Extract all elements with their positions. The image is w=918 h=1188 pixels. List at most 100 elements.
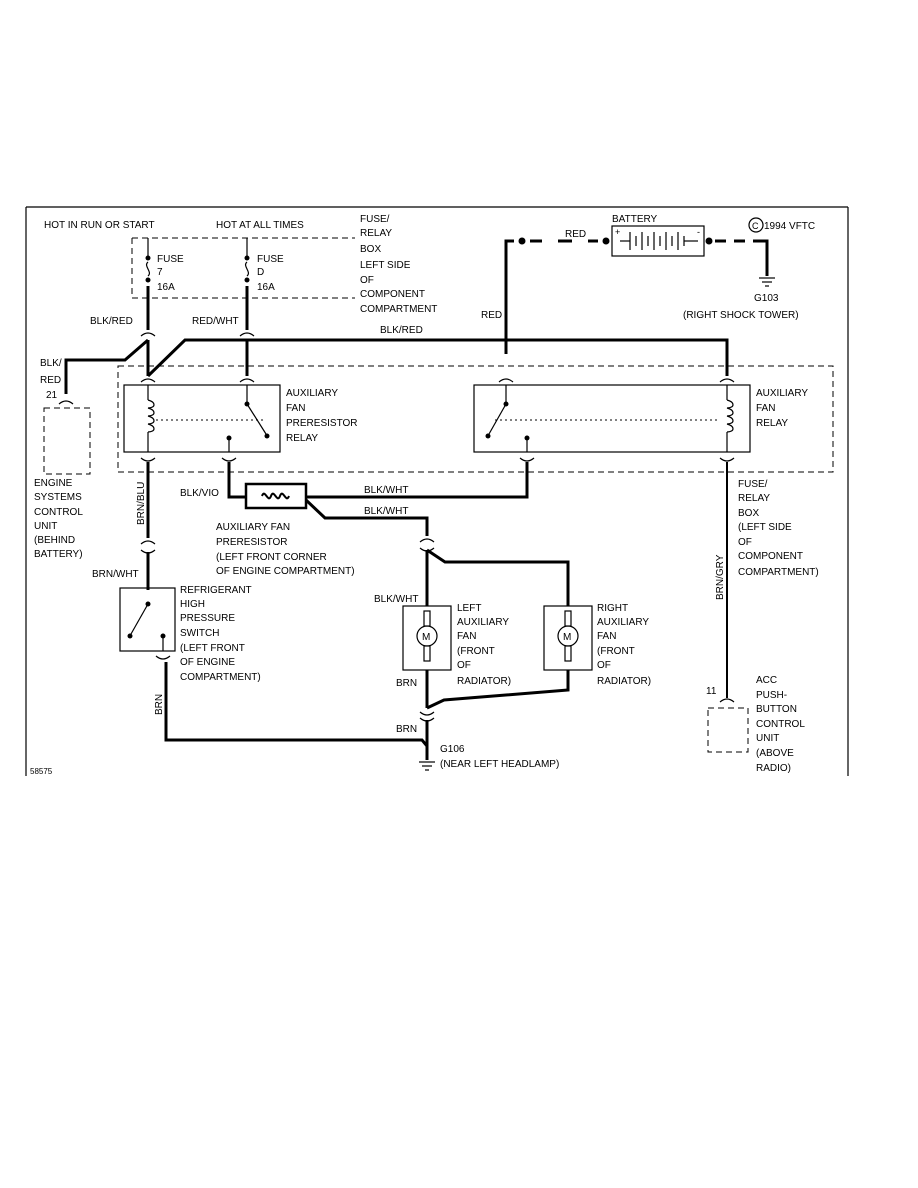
- pin-11-label: 11: [706, 686, 717, 697]
- figure-id: 58575: [30, 767, 53, 776]
- fused-0-label: FUSE: [257, 254, 284, 265]
- right-fan-5-label: RADIATOR): [597, 676, 651, 687]
- refrigerant-switch-0-label: REFRIGERANT: [180, 585, 252, 596]
- ecu-0-label: ENGINE: [34, 478, 73, 489]
- aux-fan-preresistor: BLK/VIO BLK/WHT BLK/WHT AUXILIARY FAN PR…: [180, 462, 529, 577]
- fuse-box-top-5-label: COMPONENT: [360, 289, 425, 300]
- preresistor-3-label: OF ENGINE COMPARTMENT): [216, 566, 355, 577]
- right-fan-2-label: FAN: [597, 631, 616, 642]
- refrigerant-switch-5-label: OF ENGINE: [180, 657, 235, 668]
- aux-fan-relay-0-label: AUXILIARY: [756, 388, 808, 399]
- battery: BATTERY + -: [611, 214, 705, 257]
- ecu-2-label: CONTROL: [34, 507, 83, 518]
- wire-blk-wht-2-label: BLK/WHT: [364, 506, 408, 517]
- refrigerant-switch-6-label: COMPARTMENT): [180, 672, 261, 683]
- fuse-box-right-1-label: RELAY: [738, 493, 770, 504]
- ecu-3-label: UNIT: [34, 521, 57, 532]
- fuse-box-right-3-label: (LEFT SIDE: [738, 522, 792, 533]
- g103-0-label: G103: [754, 293, 779, 304]
- ecu-5-label: BATTERY): [34, 549, 83, 560]
- left-fan-5-label: RADIATOR): [457, 676, 511, 687]
- acc-0-label: ACC: [756, 675, 777, 686]
- fuse-box-top-3-label: LEFT SIDE: [360, 260, 411, 271]
- refrigerant-switch-4-label: (LEFT FRONT: [180, 643, 245, 654]
- wire-blk-red-left-0-label: BLK/: [40, 358, 62, 369]
- preresistor-2-label: (LEFT FRONT CORNER: [216, 552, 327, 563]
- fan-circuit: BLK/WHT M LEFT AUXILIARY FAN (FRONT OF R…: [374, 538, 651, 771]
- preresistor-1-label: PRERESISTOR: [216, 537, 288, 548]
- right-fan-3-label: (FRONT: [597, 646, 635, 657]
- copyright-symbol-label: C: [752, 221, 759, 231]
- fuse-box-top-6-label: COMPARTMENT: [360, 304, 437, 315]
- aux-fan-relay-2-label: RELAY: [756, 418, 788, 429]
- ecu-4-label: (BEHIND: [34, 535, 75, 546]
- wire-brn-2-label: BRN: [396, 724, 417, 735]
- aux-fan-preresistor-relay-2-label: PRERESISTOR: [286, 418, 358, 429]
- wire-blk-wht-1-label: BLK/WHT: [364, 485, 408, 496]
- aux-fan-preresistor-relay-0-label: AUXILIARY: [286, 388, 338, 399]
- fuse7-2-label: 16A: [157, 282, 175, 293]
- acc-circuit: FUSE/ RELAY BOX (LEFT SIDE OF COMPONENT …: [706, 462, 819, 774]
- relay-box-outline: [117, 365, 834, 473]
- right-fan-0-label: RIGHT: [597, 603, 628, 614]
- wire-blk-red-mid-label: BLK/RED: [380, 325, 423, 336]
- wire-red-left-label: RED: [481, 310, 502, 321]
- fuse-box-top-4-label: OF: [360, 275, 374, 286]
- wire-red-top-label: RED: [565, 229, 586, 240]
- battery-wires: RED G103 (RIGHT SHOCK TOWER) RED: [481, 229, 799, 354]
- fuse-box-right-6-label: COMPARTMENT): [738, 567, 819, 578]
- preresistor-0-label: AUXILIARY FAN: [216, 522, 290, 533]
- fuse-box-top-2-label: BOX: [360, 244, 381, 255]
- fuse7-1-label: 7: [157, 267, 163, 278]
- aux-fan-preresistor-relay: AUXILIARY FAN PRERESISTOR RELAY: [123, 378, 358, 462]
- aux-fan-relay: AUXILIARY FAN RELAY: [473, 378, 808, 462]
- wire-brn-blu-label: BRN/BLU: [136, 482, 147, 525]
- left-fan-4-label: OF: [457, 660, 471, 671]
- left-fan-3-label: (FRONT: [457, 646, 495, 657]
- diagram-frame: [25, 206, 849, 776]
- hot-run-start-label: HOT IN RUN OR START: [44, 220, 155, 231]
- refrigerant-switch-1-label: HIGH: [180, 599, 205, 610]
- fused-1-label: D: [257, 267, 264, 278]
- fuse-relay-box-top: HOT IN RUN OR START HOT AT ALL TIMES FUS…: [44, 214, 437, 315]
- right-fan-1-label: AUXILIARY: [597, 617, 649, 628]
- acc-3-label: CONTROL: [756, 719, 805, 730]
- fuse-box-right-4-label: OF: [738, 537, 752, 548]
- acc-4-label: UNIT: [756, 733, 779, 744]
- engine-systems-control-unit: ENGINE SYSTEMS CONTROL UNIT (BEHIND BATT…: [34, 407, 91, 560]
- acc-5-label: (ABOVE: [756, 748, 794, 759]
- g106-1-label: (NEAR LEFT HEADLAMP): [440, 759, 559, 770]
- refrigerant-switch-3-label: SWITCH: [180, 628, 219, 639]
- fuse-box-right-2-label: BOX: [738, 508, 759, 519]
- acc-1-label: PUSH-: [756, 690, 787, 701]
- fuse-box-top-1-label: RELAY: [360, 228, 392, 239]
- fuse7-0-label: FUSE: [157, 254, 184, 265]
- left-fan-2-label: FAN: [457, 631, 476, 642]
- g103-1-label: (RIGHT SHOCK TOWER): [683, 310, 799, 321]
- copyright-label: 1994 VFTC: [764, 221, 815, 232]
- hot-all-times-label: HOT AT ALL TIMES: [216, 220, 304, 231]
- refrigerant-switch-2-label: PRESSURE: [180, 613, 235, 624]
- battery-label: BATTERY: [612, 214, 658, 225]
- text-label: -: [697, 227, 700, 237]
- pin-21-label: 21: [46, 390, 58, 401]
- fuse-d: FUSE D 16A: [244, 238, 284, 293]
- fuse-box-top-0-label: FUSE/: [360, 214, 390, 225]
- wire-brn-1-label: BRN: [154, 694, 165, 715]
- refrigerant-switch-circuit: BRN/BLU BRN/WHT REFRIGERANT HIGH PRESSUR…: [92, 462, 429, 747]
- acc-6-label: RADIO): [756, 763, 791, 774]
- copyright: C 1994 VFTC: [748, 217, 815, 233]
- wire-brn-gry-label: BRN/GRY: [715, 554, 726, 600]
- g106-0-label: G106: [440, 744, 465, 755]
- wire-brn-wht-label: BRN/WHT: [92, 569, 139, 580]
- motor-symbol-label: M: [563, 632, 571, 643]
- right-fan-4-label: OF: [597, 660, 611, 671]
- aux-fan-preresistor-relay-3-label: RELAY: [286, 433, 318, 444]
- fuse-7: FUSE 7 16A: [145, 238, 184, 293]
- wire-red-wht-label: RED/WHT: [192, 316, 239, 327]
- left-fan-1-label: AUXILIARY: [457, 617, 509, 628]
- wire-blk-wht-3-label: BLK/WHT: [374, 594, 418, 605]
- text-label: +: [615, 227, 620, 237]
- top-wires: BLK/RED RED/WHT BLK/RED BLK/ RED 21: [40, 286, 729, 405]
